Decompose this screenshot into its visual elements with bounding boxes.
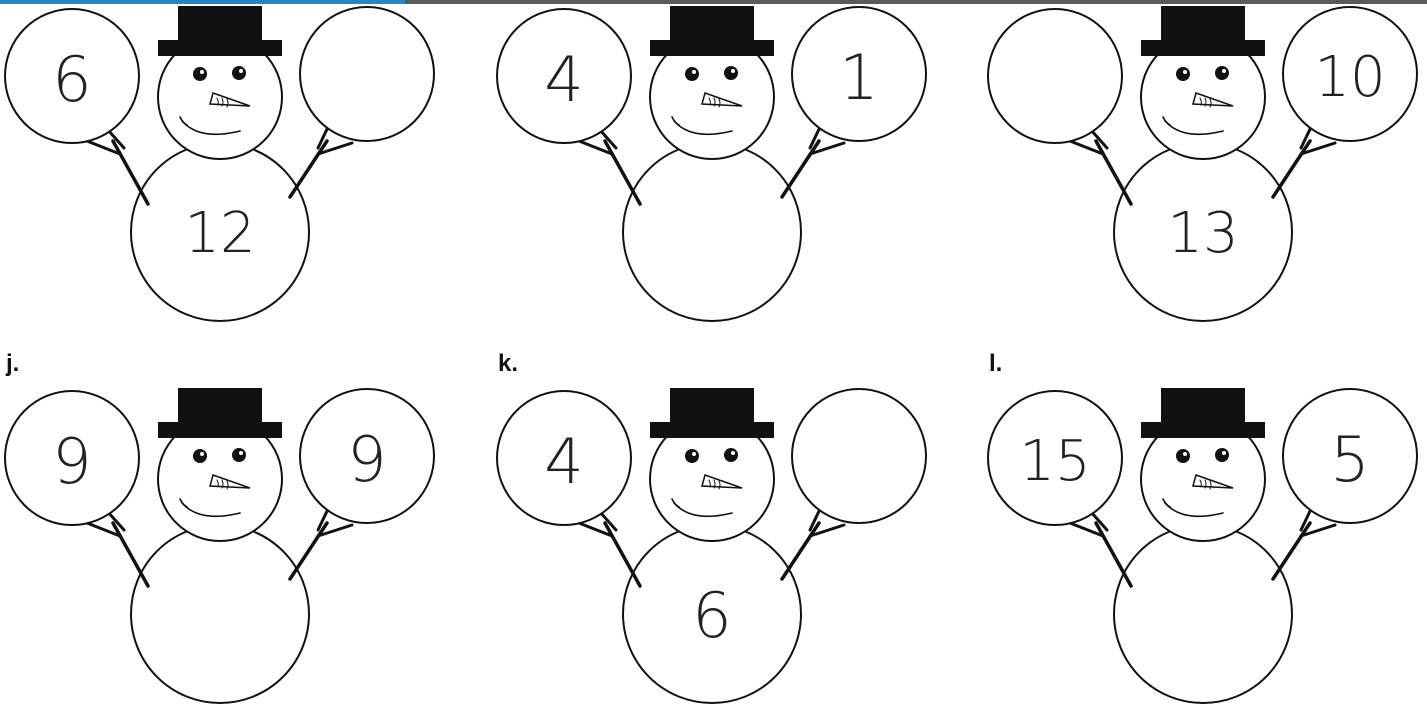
- snowman-puzzle: 6 12: [0, 0, 440, 322]
- top-hat-icon: [670, 388, 754, 426]
- snowman-puzzle: 15 5: [983, 380, 1423, 704]
- total-number: 13: [1167, 201, 1239, 266]
- top-bar: [0, 0, 1427, 4]
- top-hat-icon: [670, 6, 754, 44]
- right-number: 9: [347, 423, 387, 496]
- top-bar-accent: [0, 0, 405, 4]
- right-number: 5: [1330, 423, 1370, 496]
- total-number: 12: [184, 201, 256, 266]
- total-number: 6: [692, 579, 732, 652]
- left-number: 15: [1019, 429, 1091, 494]
- snowman-icon: [987, 6, 1418, 322]
- snowman-icon: [496, 6, 927, 322]
- top-hat-icon: [1161, 388, 1245, 426]
- snowman-icon: [987, 388, 1418, 704]
- snowman-icon: [496, 388, 927, 704]
- left-number: 6: [52, 43, 92, 116]
- snowman-icon: [4, 6, 435, 322]
- left-number: 9: [52, 425, 92, 498]
- puzzle-label: l.: [989, 350, 1003, 377]
- left-number: 4: [544, 425, 584, 498]
- snowman-icon: [4, 388, 435, 704]
- snowman-puzzle: 10 13: [983, 0, 1423, 322]
- right-number: 10: [1314, 45, 1386, 110]
- puzzle-label: j.: [6, 350, 20, 377]
- left-number: 4: [544, 43, 584, 116]
- top-hat-icon: [1161, 6, 1245, 44]
- top-hat-icon: [178, 388, 262, 426]
- puzzle-label: k.: [498, 350, 519, 377]
- right-number: 1: [839, 41, 879, 114]
- top-hat-icon: [178, 6, 262, 44]
